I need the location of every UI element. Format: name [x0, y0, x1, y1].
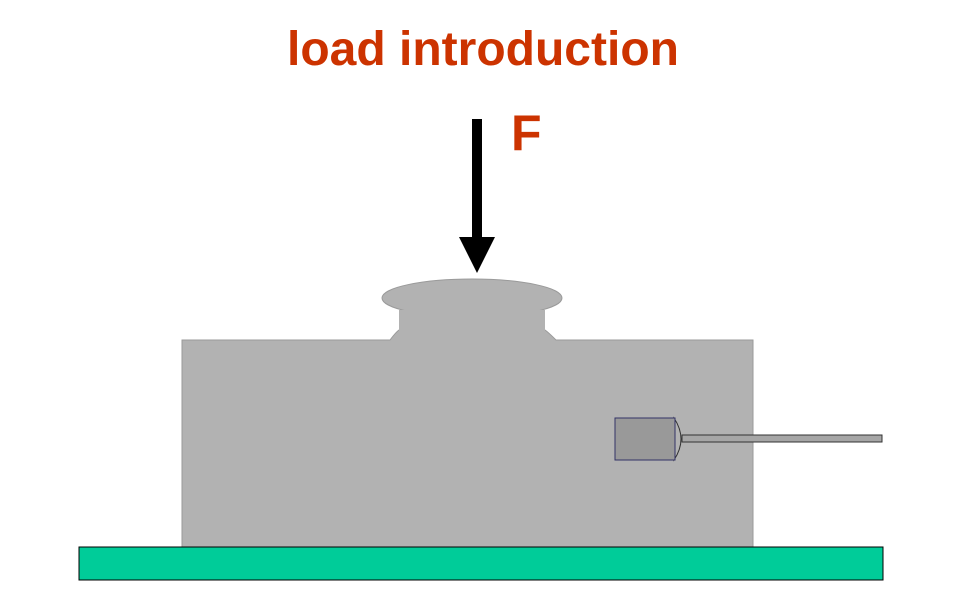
- load-arrow: [459, 119, 495, 273]
- load-cell-body: [181, 329, 754, 548]
- cable: [681, 434, 883, 443]
- base-plate: [78, 546, 884, 581]
- load-cell: [181, 278, 754, 548]
- load-arrow-shaft: [472, 119, 482, 239]
- cable-connector: [614, 417, 676, 461]
- diagram-title: load introduction: [287, 23, 679, 76]
- cable-assembly: [614, 416, 883, 462]
- force-label: F: [511, 105, 542, 161]
- load-button-neck: [399, 310, 545, 341]
- load-arrow-head: [459, 237, 495, 273]
